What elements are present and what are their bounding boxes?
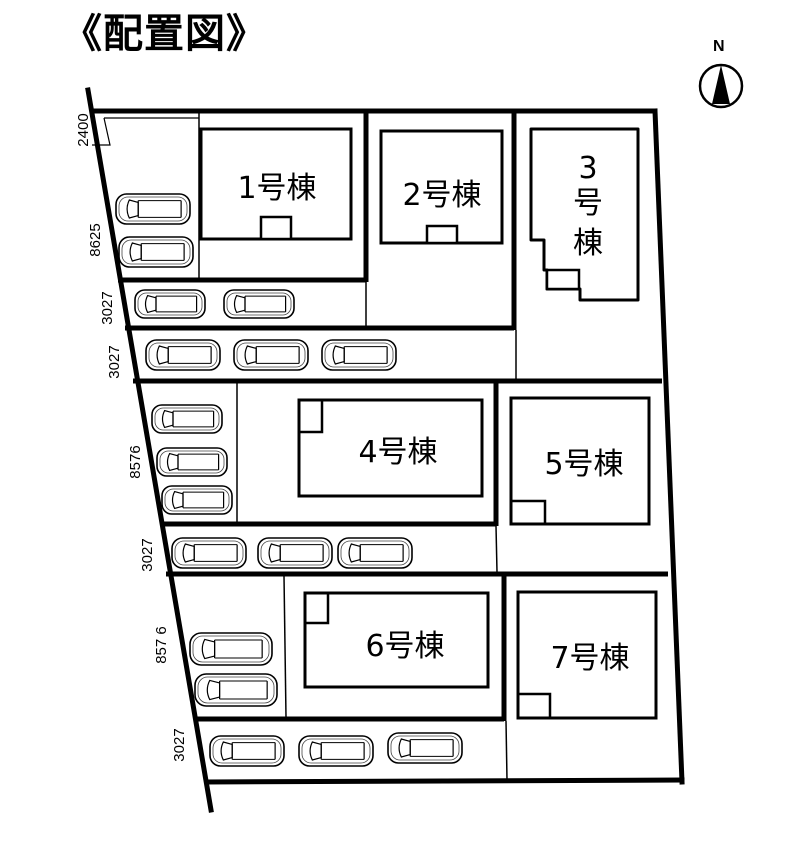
dimension-label: 3027 [99, 291, 116, 324]
svg-text:棟: 棟 [573, 226, 603, 261]
dimension-label: 2400 [75, 113, 92, 146]
dimension-label: 3027 [106, 345, 123, 378]
car-icon [298, 735, 374, 767]
car-icon [387, 732, 463, 764]
car-icon [156, 447, 228, 477]
building-1[interactable]: 1号棟 [199, 127, 353, 241]
building-4[interactable]: 4号棟 [297, 398, 484, 498]
car-icon [209, 735, 285, 767]
building-7-label: 7号棟 [550, 641, 629, 676]
north-arrow-icon [698, 63, 744, 109]
building-5-label: 5号棟 [544, 447, 623, 482]
car-icon [189, 632, 273, 666]
dimension-label: 8576 [127, 445, 144, 478]
compass-north-label: N [713, 38, 725, 55]
building-7[interactable]: 7号棟 [516, 590, 658, 720]
building-1-label: 1号棟 [237, 171, 316, 206]
building-6-label: 6号棟 [365, 629, 444, 664]
car-icon [194, 673, 278, 707]
dimension-label: 8625 [87, 223, 104, 256]
page-title: 《配置図》 [62, 11, 267, 57]
building-2[interactable]: 2号棟 [379, 129, 504, 245]
svg-text:3: 3 [578, 151, 597, 186]
car-icon [171, 537, 247, 569]
parking-cars [115, 193, 463, 767]
car-icon [257, 537, 333, 569]
building-2-label: 2号棟 [402, 178, 481, 213]
car-icon [118, 236, 194, 268]
dimension-labels: 2400 8625 3027 3027 8576 3027 857 6 3027 [75, 113, 188, 761]
car-icon [321, 339, 397, 371]
car-icon [223, 289, 295, 319]
car-icon [161, 485, 233, 515]
building-5[interactable]: 5号棟 [509, 396, 651, 526]
building-4-label: 4号棟 [358, 435, 437, 470]
svg-text:号: 号 [573, 186, 603, 221]
dimension-label: 3027 [139, 538, 156, 571]
car-icon [134, 289, 206, 319]
car-icon [233, 339, 309, 371]
building-3[interactable]: 3 号 棟 [529, 127, 640, 302]
site-boundary [85, 87, 685, 813]
car-icon [145, 339, 221, 371]
car-icon [115, 193, 191, 225]
lot-lines [92, 111, 668, 781]
dimension-label: 3027 [171, 728, 188, 761]
dimension-label: 857 6 [153, 626, 170, 664]
building-6[interactable]: 6号棟 [303, 591, 490, 689]
car-icon [337, 537, 413, 569]
car-icon [151, 404, 223, 434]
